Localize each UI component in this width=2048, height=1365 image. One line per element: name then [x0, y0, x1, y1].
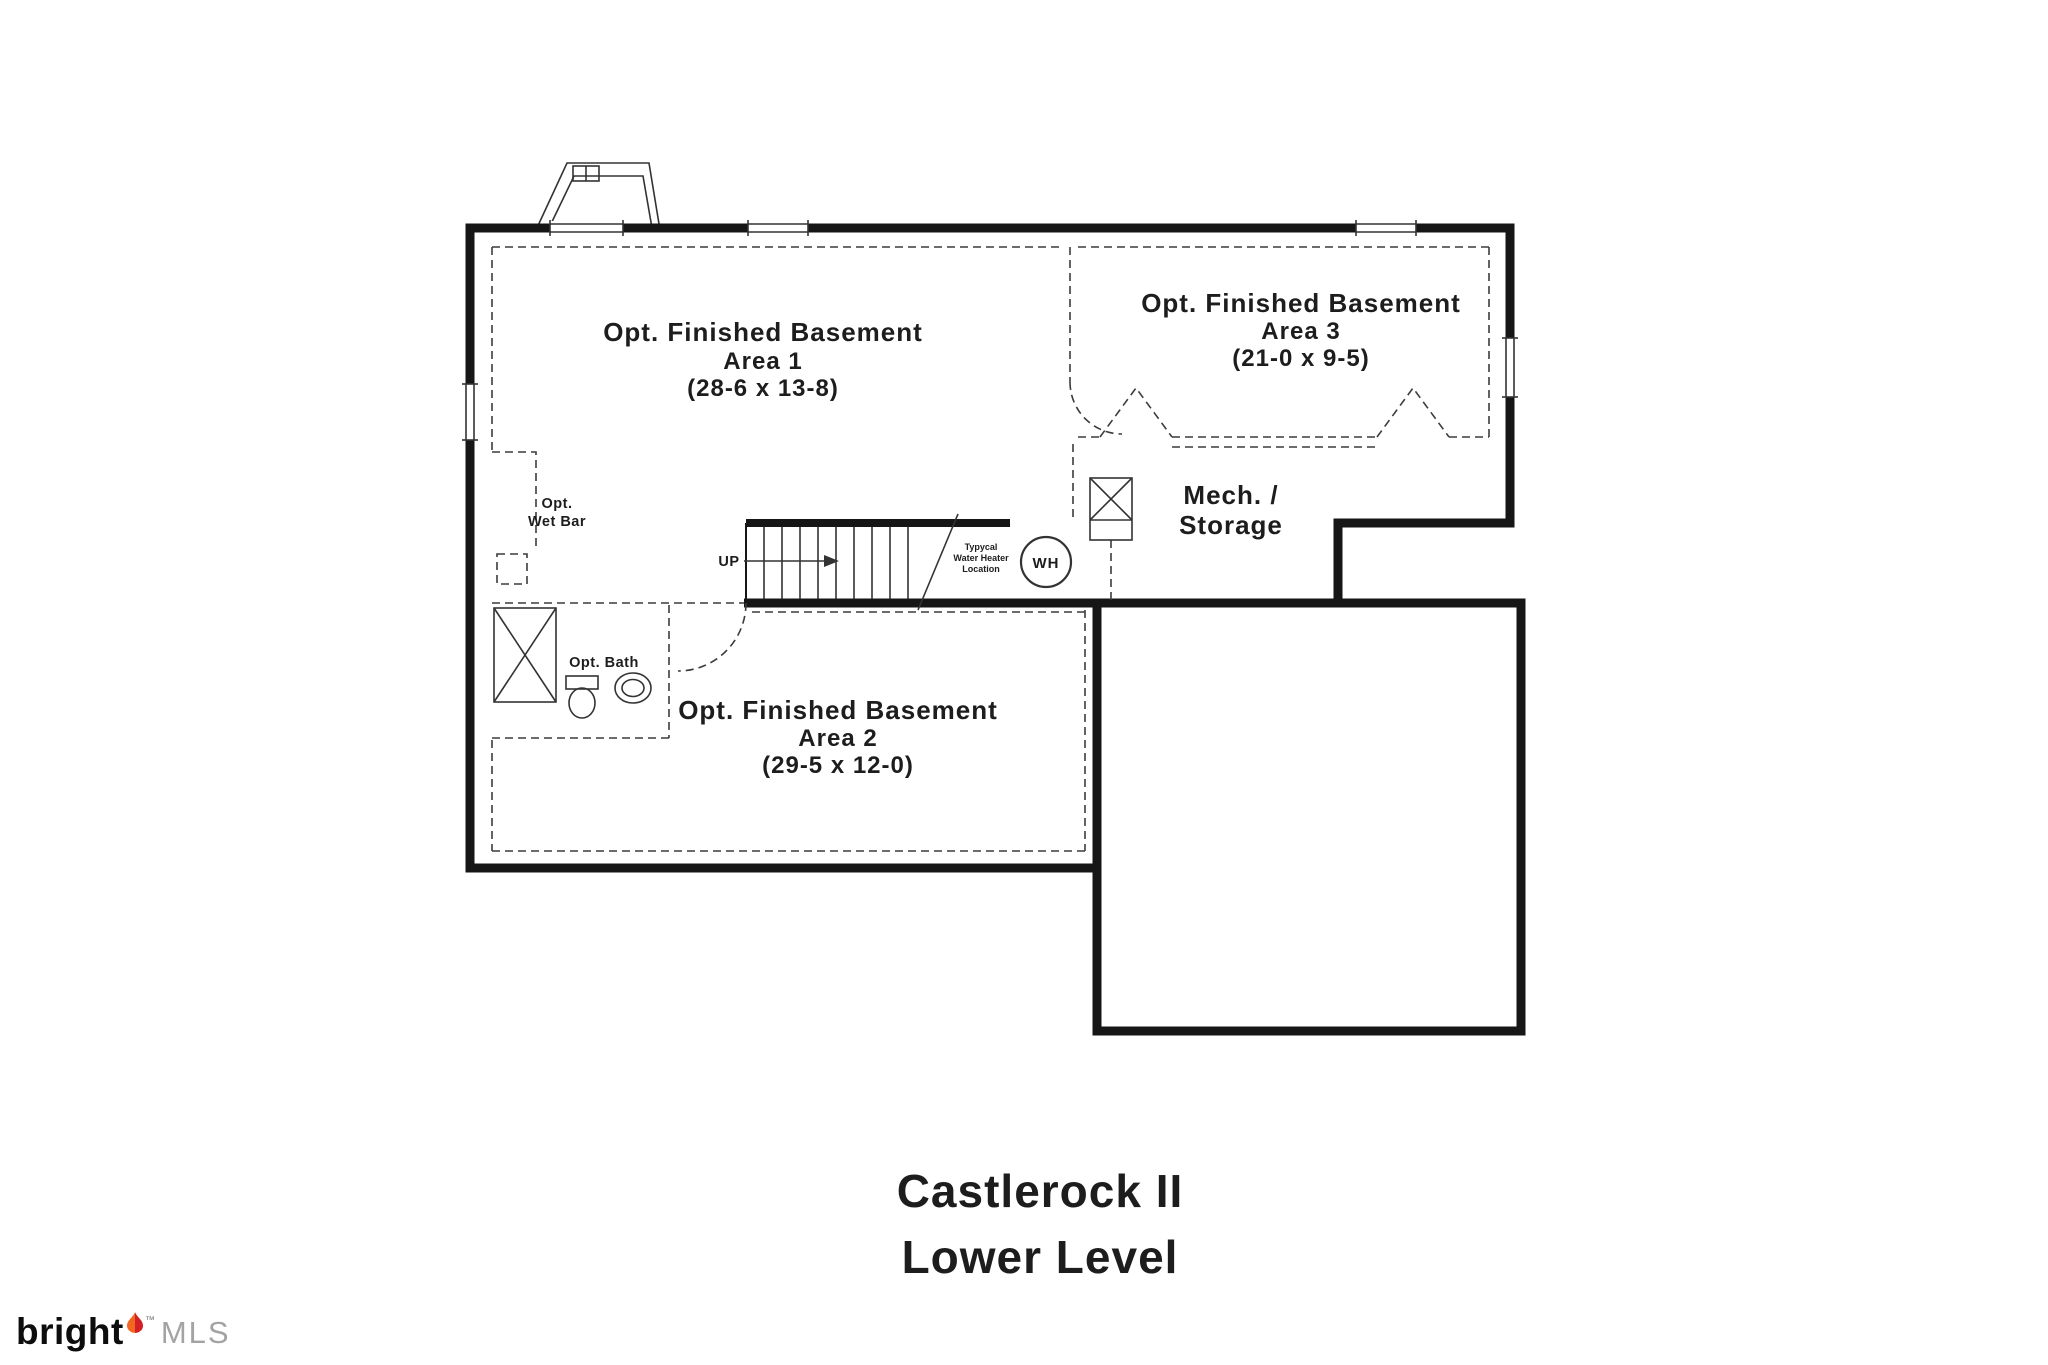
windows — [462, 220, 1518, 441]
water-heater-note-3: Location — [962, 564, 1000, 574]
break-line-left — [1099, 386, 1173, 438]
area3-dims: (21-0 x 9-5) — [1232, 345, 1369, 372]
mech-storage-label-line2: Storage — [1179, 510, 1283, 540]
water-heater-note-2: Water Heater — [953, 553, 1009, 563]
area2-dims: (29-5 x 12-0) — [762, 752, 914, 779]
toilet — [565, 675, 599, 719]
logo-brand-text: bright — [16, 1311, 124, 1352]
room-labels: Opt. Finished Basement Area 1 (28-6 x 13… — [528, 288, 1461, 779]
window-top-3 — [1355, 220, 1417, 236]
interior-walls — [744, 519, 1523, 1031]
flame-icon — [126, 1312, 143, 1338]
plan-title-line1: Castlerock II — [896, 1165, 1184, 1217]
window-top-2 — [747, 220, 809, 236]
water-heater-note-1: Typycal — [965, 542, 998, 552]
window-top-1 — [549, 220, 624, 236]
up-arrow-head — [824, 555, 839, 567]
water-heater: WH Typycal Water Heater Location — [953, 535, 1073, 589]
area3-name: Area 3 — [1261, 318, 1340, 345]
shower — [493, 607, 557, 703]
brightmls-logo: bright ™ MLS — [16, 1312, 231, 1350]
sink — [614, 672, 652, 704]
area2-name: Area 2 — [798, 725, 877, 752]
logo-mls-text: MLS — [160, 1315, 231, 1350]
logo-trademark: ™ — [144, 1315, 155, 1326]
stairs-up-label: UP — [718, 554, 739, 570]
wet-bar-counter — [492, 451, 537, 546]
window-left — [462, 383, 478, 441]
wet-bar-label-line1: Opt. — [542, 496, 573, 512]
bath-fixtures — [493, 607, 652, 719]
wet-bar-label-line2: Wet Bar — [528, 514, 586, 530]
area3-label: Opt. Finished Basement — [1141, 288, 1461, 318]
plan-title: Castlerock II Lower Level — [516, 1158, 1564, 1290]
chimney — [534, 162, 661, 231]
mech-storage-label-line1: Mech. / — [1183, 480, 1278, 510]
utility-panel — [1089, 477, 1133, 541]
wet-bar-sink — [496, 553, 528, 585]
area1-name: Area 1 — [723, 348, 802, 375]
stair-break-line — [917, 513, 959, 611]
area1-label: Opt. Finished Basement — [603, 317, 923, 347]
window-right — [1502, 337, 1518, 398]
area-boundaries — [491, 246, 1490, 852]
water-heater-circle — [1019, 535, 1073, 589]
plan-title-line2: Lower Level — [901, 1231, 1179, 1283]
area2-label: Opt. Finished Basement — [678, 695, 998, 725]
water-heater-abbr: WH — [1033, 555, 1060, 572]
stairs: UP — [718, 513, 959, 611]
break-line-right — [1376, 386, 1450, 438]
bath-label: Opt. Bath — [569, 655, 639, 671]
door-arc-area3 — [1069, 381, 1123, 435]
area1-dims: (28-6 x 13-8) — [687, 375, 839, 402]
door-arc-hall — [677, 602, 747, 672]
